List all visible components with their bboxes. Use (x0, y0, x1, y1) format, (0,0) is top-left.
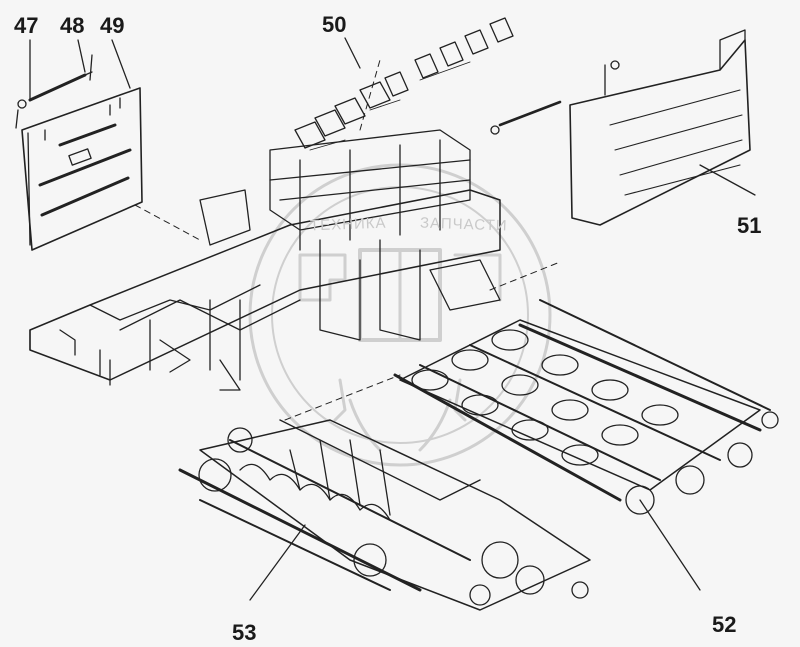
callout-50: 50 (322, 12, 347, 37)
assembly-guide-lines (134, 59, 561, 421)
cover-panel-51 (490, 29, 751, 226)
callout-52: 52 (712, 612, 737, 637)
callout-48: 48 (60, 13, 85, 38)
leader-lines (29, 37, 756, 601)
rod-47 (15, 54, 93, 129)
main-frame (29, 129, 501, 391)
watermark-text-right: ЗАПЧАСТИ (419, 214, 508, 235)
callout-49: 49 (100, 13, 125, 38)
knife-set-50 (294, 17, 514, 151)
roller-assembly-52 (393, 299, 779, 515)
watermark-text-left: ТЕХНИКА (309, 214, 387, 235)
roller-assembly-53 (178, 419, 591, 611)
callout-53: 53 (232, 620, 257, 645)
callout-47: 47 (14, 13, 39, 38)
side-panel-left (21, 87, 143, 251)
callout-51: 51 (737, 213, 762, 238)
